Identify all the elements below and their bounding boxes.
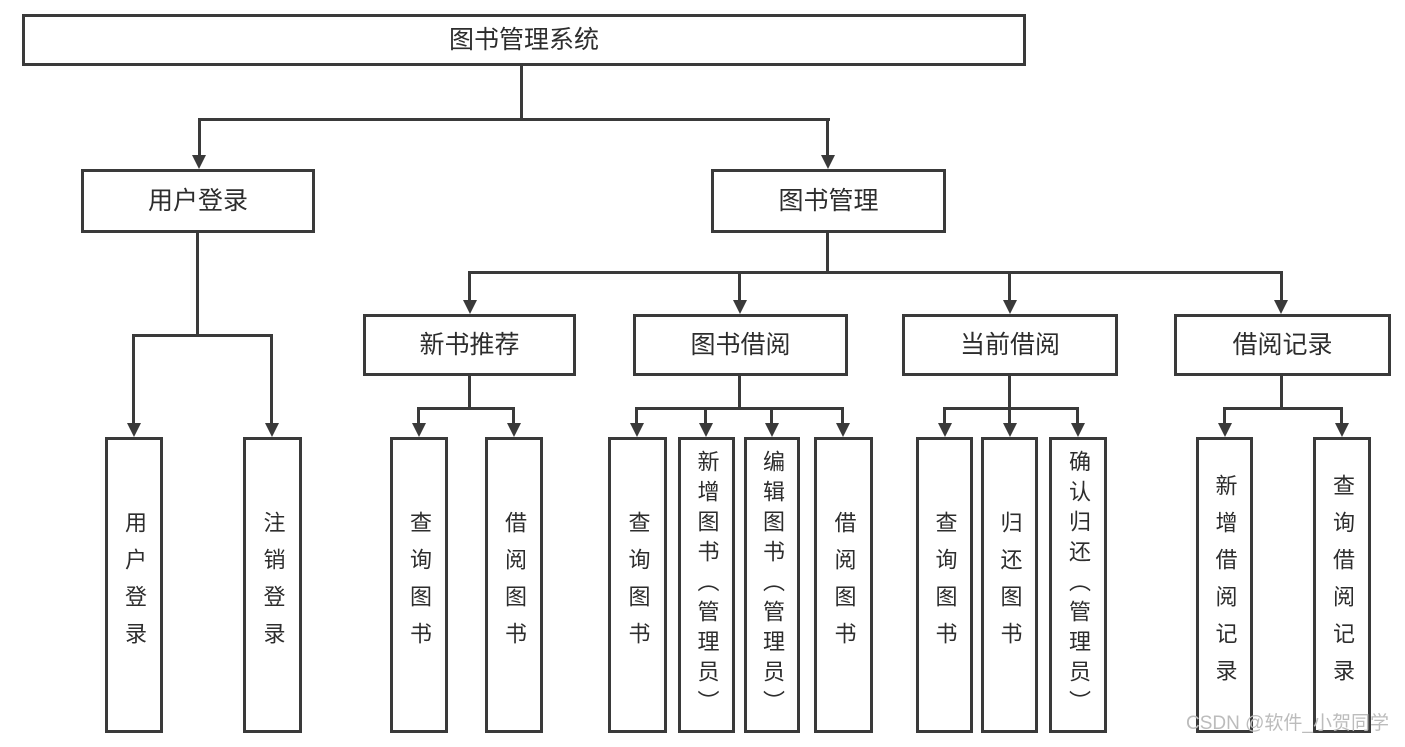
connector-line bbox=[770, 407, 773, 425]
connector-line bbox=[270, 334, 273, 424]
arrowhead-down-icon bbox=[127, 423, 141, 437]
connector-line bbox=[132, 334, 135, 424]
connector-line bbox=[196, 233, 199, 337]
connector-line bbox=[826, 233, 829, 274]
node-label: 图书借阅 bbox=[690, 330, 791, 359]
arrowhead-down-icon bbox=[507, 423, 521, 437]
connector-line bbox=[1076, 407, 1079, 425]
node-label: 借阅图书 bbox=[831, 511, 857, 659]
connector-line bbox=[943, 407, 1079, 410]
connector-line bbox=[520, 64, 523, 121]
node-label: 新书推荐 bbox=[419, 330, 520, 359]
connector-line bbox=[1340, 407, 1343, 425]
leaf-borrow-books-recommend: 借阅图书 bbox=[485, 437, 543, 733]
node-borrow-records: 借阅记录 bbox=[1174, 314, 1391, 376]
node-label: 查询图书 bbox=[407, 511, 432, 659]
connector-line bbox=[468, 271, 471, 303]
node-label: 新增图书（管理员） bbox=[694, 450, 720, 720]
arrowhead-down-icon bbox=[1274, 300, 1288, 314]
node-label: 当前借阅 bbox=[959, 330, 1060, 359]
node-library-system: 图书管理系统 bbox=[22, 14, 1026, 66]
leaf-return-books: 归还图书 bbox=[981, 437, 1038, 733]
connector-line bbox=[738, 271, 741, 303]
leaf-add-book-admin: 新增图书（管理员） bbox=[678, 437, 735, 733]
connector-line bbox=[635, 407, 638, 425]
leaf-query-books-recommend: 查询图书 bbox=[390, 437, 448, 733]
arrowhead-down-icon bbox=[192, 155, 206, 169]
connector-line bbox=[512, 407, 515, 425]
node-label: 用户登录 bbox=[147, 186, 248, 215]
node-label: 借阅图书 bbox=[502, 511, 527, 659]
arrowhead-down-icon bbox=[1335, 423, 1349, 437]
leaf-borrow-books: 借阅图书 bbox=[814, 437, 873, 733]
arrowhead-down-icon bbox=[1218, 423, 1232, 437]
arrowhead-down-icon bbox=[699, 423, 713, 437]
connector-line bbox=[1008, 271, 1011, 303]
connector-line bbox=[738, 376, 741, 410]
node-label: 注销登录 bbox=[260, 511, 286, 659]
connector-line bbox=[417, 407, 515, 410]
arrowhead-down-icon bbox=[630, 423, 644, 437]
connector-line bbox=[704, 407, 707, 425]
node-label: 图书管理 bbox=[778, 186, 879, 215]
arrowhead-down-icon bbox=[836, 423, 850, 437]
arrowhead-down-icon bbox=[1003, 300, 1017, 314]
arrowhead-down-icon bbox=[938, 423, 952, 437]
node-label: 查询图书 bbox=[625, 511, 651, 659]
connector-line bbox=[468, 271, 1282, 274]
connector-line bbox=[1223, 407, 1226, 425]
node-current-borrow: 当前借阅 bbox=[902, 314, 1118, 376]
leaf-query-books-current: 查询图书 bbox=[916, 437, 973, 733]
arrowhead-down-icon bbox=[412, 423, 426, 437]
connector-line bbox=[468, 376, 471, 410]
node-label: 借阅记录 bbox=[1232, 330, 1333, 359]
node-new-book-recommend: 新书推荐 bbox=[363, 314, 576, 376]
node-user-login: 用户登录 bbox=[81, 169, 315, 233]
leaf-add-borrow-record: 新增借阅记录 bbox=[1196, 437, 1253, 733]
connector-line bbox=[198, 118, 201, 156]
connector-line bbox=[1223, 407, 1343, 410]
leaf-confirm-return-admin: 确认归还（管理员） bbox=[1049, 437, 1107, 733]
node-book-borrow: 图书借阅 bbox=[633, 314, 848, 376]
connector-line bbox=[1280, 376, 1283, 410]
arrowhead-down-icon bbox=[1071, 423, 1085, 437]
leaf-query-borrow-record: 查询借阅记录 bbox=[1313, 437, 1371, 733]
leaf-edit-book-admin: 编辑图书（管理员） bbox=[744, 437, 800, 733]
node-label: 用户登录 bbox=[122, 511, 147, 659]
leaf-logout: 注销登录 bbox=[243, 437, 302, 733]
node-label: 编辑图书（管理员） bbox=[760, 450, 785, 720]
connector-line bbox=[635, 407, 844, 410]
arrowhead-down-icon bbox=[1003, 423, 1017, 437]
connector-line bbox=[198, 118, 830, 121]
watermark: CSDN @软件_小贺同学 bbox=[1186, 713, 1389, 734]
leaf-query-books-borrow: 查询图书 bbox=[608, 437, 667, 733]
arrowhead-down-icon bbox=[265, 423, 279, 437]
connector-line bbox=[826, 118, 829, 156]
connector-line bbox=[841, 407, 844, 425]
connector-line bbox=[1008, 407, 1011, 425]
arrowhead-down-icon bbox=[765, 423, 779, 437]
arrowhead-down-icon bbox=[463, 300, 477, 314]
arrowhead-down-icon bbox=[733, 300, 747, 314]
arrowhead-down-icon bbox=[821, 155, 835, 169]
node-book-management: 图书管理 bbox=[711, 169, 946, 233]
node-label: 确认归还（管理员） bbox=[1066, 450, 1091, 720]
node-label: 查询借阅记录 bbox=[1330, 474, 1355, 696]
connector-line bbox=[1280, 271, 1283, 303]
node-label: 查询图书 bbox=[932, 511, 958, 659]
leaf-user-login: 用户登录 bbox=[105, 437, 163, 733]
node-label: 归还图书 bbox=[997, 511, 1023, 659]
connector-line bbox=[1008, 376, 1011, 410]
node-label: 新增借阅记录 bbox=[1212, 474, 1238, 696]
connector-line bbox=[417, 407, 420, 425]
connector-line bbox=[943, 407, 946, 425]
node-label: 图书管理系统 bbox=[448, 25, 599, 54]
connector-line bbox=[132, 334, 273, 337]
